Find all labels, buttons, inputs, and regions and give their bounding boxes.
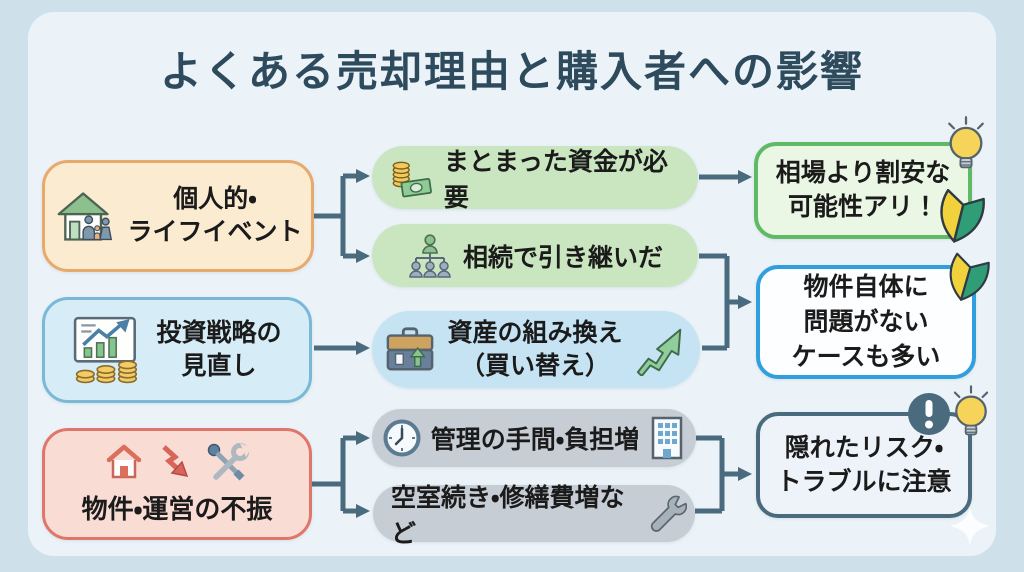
cause-label: 管理の手間・負担増 (430, 426, 640, 454)
cause-pill-inheritance: 相続で引き継いだ (372, 224, 698, 287)
impact-label-line: 可能性アリ！ (787, 192, 938, 221)
reason-label: 物件・運営の不振 (82, 489, 273, 526)
trend-up-arrow-icon (636, 328, 682, 376)
family-tree-icon (409, 233, 451, 278)
briefcase-icon (386, 326, 434, 370)
house-icon (106, 444, 142, 478)
cause-label: 相続で引き継いだ (462, 243, 663, 272)
house-family-icon (58, 192, 113, 241)
clock-icon (383, 419, 421, 457)
cause-label-line: 資産の組み換え (447, 319, 623, 347)
cause-label-line: （買い替え） (459, 351, 610, 380)
reason-label-line: 投資戦略の (156, 319, 282, 347)
reason-label-line: 物件・運営の不振 (81, 493, 273, 524)
reason-box-personal-life-event: 個人的・ ライフイベント (42, 160, 314, 272)
impact-box-no-problem: 物件自体に 問題がない ケースも多い (756, 265, 976, 379)
cause-pill-vacancy-repairs: 空室続き・修繕費増など (373, 484, 695, 548)
lightbulb-icon (946, 384, 996, 444)
cause-pill-management-burden: 管理の手間・負担増 (372, 409, 696, 467)
beginner-mark-icon (928, 185, 992, 252)
impact-label-line: トラブルに注意 (776, 468, 952, 496)
chart-coins-icon (74, 316, 138, 384)
reason-box-property-slump: 物件・運営の不振 (42, 428, 312, 540)
reason-label-line: ライフイベント (127, 218, 303, 246)
page-title: よくある売却理由と購入者への影響 (159, 48, 864, 95)
impact-box-bargain: 相場より割安な 可能性アリ！ (754, 142, 972, 239)
cause-pill-asset-restructure: 資産の組み換え （買い替え） (372, 311, 700, 388)
reason-label: 個人的・ ライフイベント (127, 183, 302, 249)
crossed-tools-icon (207, 442, 251, 480)
building-icon (651, 416, 683, 460)
impact-label-line: 隠れたリスク・ (784, 433, 944, 462)
impact-label: 物件自体に 問題がない ケースも多い (792, 270, 941, 375)
reason-label-line: 見直し (181, 352, 257, 380)
cause-label: まとまった資金が必要 (443, 147, 668, 212)
reason-box-investment-review: 投資戦略の 見直し (42, 297, 312, 403)
reason-label: 投資戦略の 見直し (156, 317, 281, 383)
impact-label-line: 物件自体に (803, 272, 929, 301)
impact-label-line: 相場より割安な (775, 159, 951, 187)
impact-label: 隠れたリスク・ トラブルに注意 (776, 431, 951, 500)
beginner-mark-icon (938, 249, 996, 310)
sparkle-icon (948, 504, 992, 548)
lightbulb-icon (940, 114, 992, 178)
impact-label: 相場より割安な 可能性アリ！ (776, 157, 951, 224)
impact-label-line: ケースも多い (791, 342, 941, 371)
cause-label: 資産の組み換え （買い替え） (447, 317, 622, 382)
cause-label: 空室続き・修繕費増など (391, 483, 625, 548)
impact-label-line: 問題がない (803, 307, 929, 336)
down-zigzag-arrow-icon (162, 444, 189, 477)
exclamation-icon (906, 391, 952, 437)
wrench-icon (651, 495, 687, 532)
reason-icon-row (103, 442, 251, 483)
reason-label-line: 個人的・ (173, 185, 257, 213)
cause-pill-funds-needed: まとまった資金が必要 (372, 146, 698, 212)
money-icon (392, 161, 432, 197)
